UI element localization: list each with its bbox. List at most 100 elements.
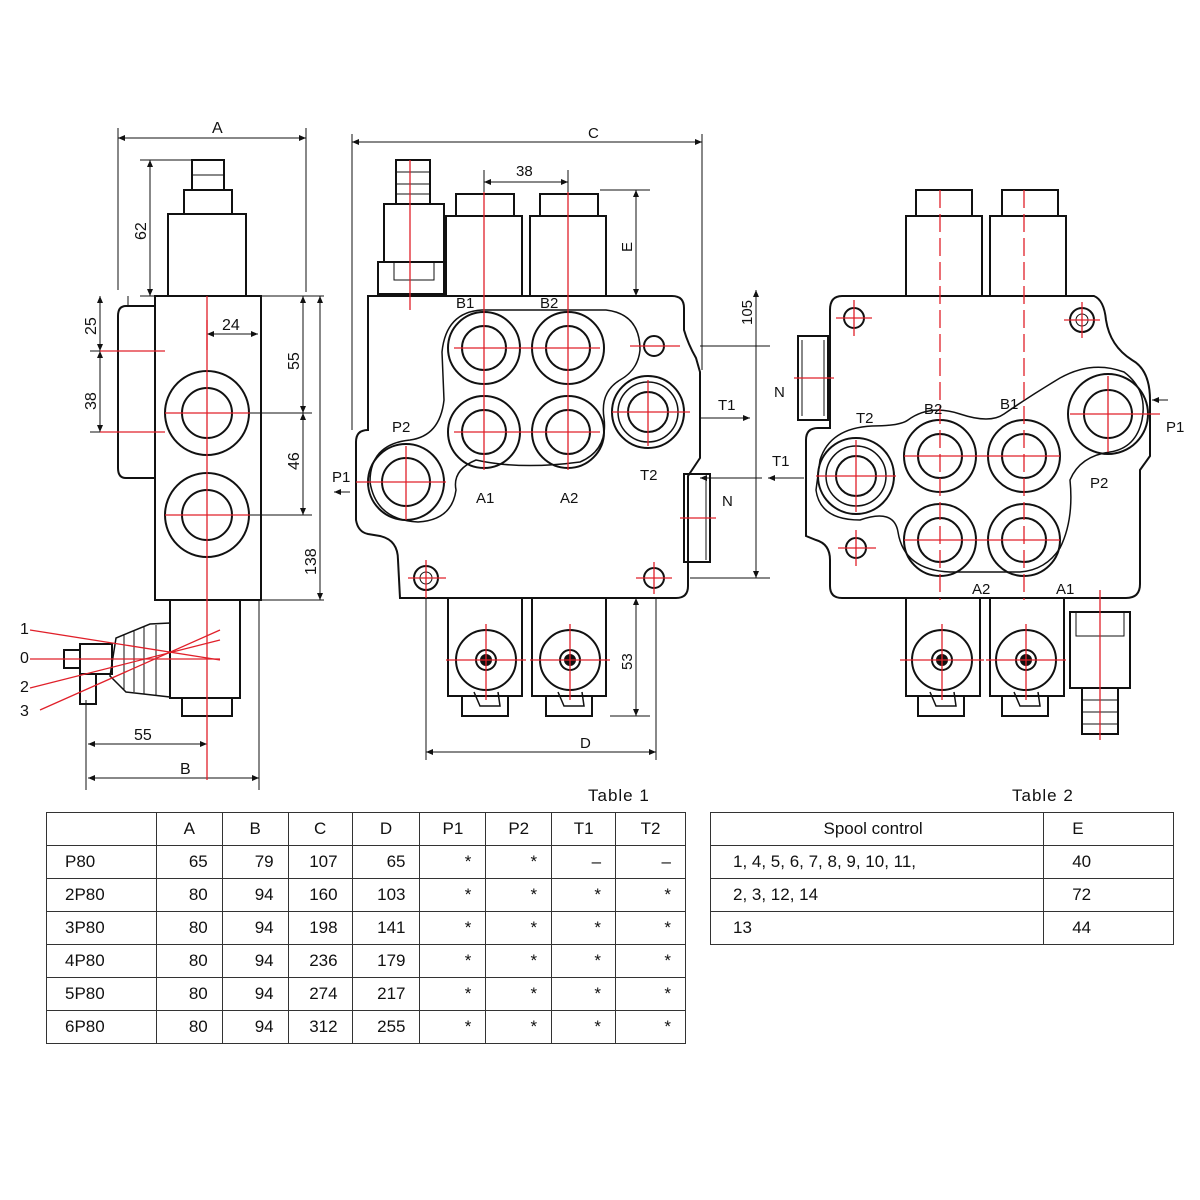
table2-cell: 40 xyxy=(1043,845,1174,879)
table1-cell: 6P80 xyxy=(46,1010,157,1044)
table1-cell: 103 xyxy=(351,878,421,912)
dim-38-label: 38 xyxy=(83,392,100,410)
port-a1-label: A1 xyxy=(476,490,494,507)
port-b1-label: B1 xyxy=(456,295,474,312)
table1-cell: 94 xyxy=(221,878,289,912)
table1-cell: 5P80 xyxy=(46,977,157,1011)
table1-cell: * xyxy=(485,845,553,879)
table1-cell: 94 xyxy=(221,1010,289,1044)
side-view-labels: A 62 25 24 38 55 46 138 55 B 1 0 2 3 xyxy=(20,120,320,778)
table1-cell: 3P80 xyxy=(46,911,157,945)
table1-cell: 255 xyxy=(351,1010,421,1044)
table1-cell: * xyxy=(551,878,617,912)
dim-53-label: 53 xyxy=(619,653,636,670)
dim-62-label: 62 xyxy=(133,222,150,240)
table1-cell: * xyxy=(419,944,487,978)
table1-cell: * xyxy=(485,1010,553,1044)
table1-cell: 65 xyxy=(155,845,223,879)
table1-header-cell: B xyxy=(221,812,289,846)
table1-cell: 65 xyxy=(351,845,421,879)
dim-38-spool-label: 38 xyxy=(516,163,533,180)
port-t2-label: T2 xyxy=(640,467,658,484)
rear-port-t2-label: T2 xyxy=(856,410,874,427)
dim-138-label: 138 xyxy=(303,548,320,575)
table2-cell: 2, 3, 12, 14 xyxy=(709,878,1045,912)
dim-25-label: 25 xyxy=(83,317,100,335)
table1-cell: 198 xyxy=(287,911,353,945)
port-a2-label: A2 xyxy=(560,490,578,507)
table1-header-cell: D xyxy=(351,812,421,846)
table1-header-cell: P2 xyxy=(485,812,553,846)
port-t1-label: T1 xyxy=(718,397,736,414)
table1-cell: * xyxy=(485,944,553,978)
rear-view-labels: N T1 T2 B2 B1 P1 P2 A2 A1 xyxy=(772,384,1184,598)
table1-header-cell: T1 xyxy=(551,812,617,846)
table1-cell: * xyxy=(485,878,553,912)
table1-cell: * xyxy=(615,977,686,1011)
table1-cell: * xyxy=(551,1010,617,1044)
table1-cell: * xyxy=(615,944,686,978)
table1-cell: * xyxy=(485,911,553,945)
table1-cell: 80 xyxy=(155,944,223,978)
table2-cell: 1, 4, 5, 6, 7, 8, 9, 10, 11, xyxy=(709,845,1045,879)
table1-cell: * xyxy=(419,977,487,1011)
dim-c-label: C xyxy=(588,125,599,142)
table1-cell: 80 xyxy=(155,878,223,912)
side-view xyxy=(63,128,324,790)
rear-port-b1-label: B1 xyxy=(1000,396,1018,413)
table1-cell: 94 xyxy=(221,977,289,1011)
table2-header-cell: E xyxy=(1043,812,1174,846)
rear-port-b2-label: B2 xyxy=(924,401,942,418)
table1-cell: – xyxy=(551,845,617,879)
port-b2-label: B2 xyxy=(540,295,558,312)
rear-port-n-label: N xyxy=(774,384,785,401)
table1-cell: * xyxy=(551,977,617,1011)
table1-cell: 79 xyxy=(221,845,289,879)
rear-port-p1-label: P1 xyxy=(1166,419,1184,436)
table2-title: Table 2 xyxy=(1012,786,1074,805)
table1-cell: 141 xyxy=(351,911,421,945)
dim-55-bottom-label: 55 xyxy=(134,727,152,744)
table2-header-cell: Spool control xyxy=(709,812,1045,846)
table1-cell: 274 xyxy=(287,977,353,1011)
port-p2-label: P2 xyxy=(392,419,410,436)
table1-header-cell xyxy=(46,812,157,846)
dim-b-label: B xyxy=(180,761,191,778)
table1-header-cell: C xyxy=(287,812,353,846)
dim-24-label: 24 xyxy=(222,317,240,334)
table1-cell: * xyxy=(551,911,617,945)
table1-cell: * xyxy=(485,977,553,1011)
table2-cell: 13 xyxy=(709,911,1045,945)
table1-title: Table 1 xyxy=(588,786,650,805)
table1-cell: * xyxy=(615,911,686,945)
table1-cell: * xyxy=(419,845,487,879)
table1-cell: 80 xyxy=(155,977,223,1011)
dim-105-label: 105 xyxy=(739,300,756,325)
table1-cell: 217 xyxy=(351,977,421,1011)
table1-cell: 312 xyxy=(287,1010,353,1044)
dim-a-label: A xyxy=(212,120,223,137)
rear-port-t1-label: T1 xyxy=(772,453,790,470)
table2-cell: 44 xyxy=(1043,911,1174,945)
table1-cell: 94 xyxy=(221,944,289,978)
front-view-labels: C 38 E 105 53 D B1 B2 P2 P1 A1 A2 T1 T2 … xyxy=(332,125,756,752)
table1-cell: – xyxy=(615,845,686,879)
table1-cell: 236 xyxy=(287,944,353,978)
table1-cell: * xyxy=(419,911,487,945)
table1-cell: * xyxy=(615,878,686,912)
table1-header-cell: T2 xyxy=(615,812,686,846)
table1-cell: 2P80 xyxy=(46,878,157,912)
dim-55-label: 55 xyxy=(286,352,303,370)
